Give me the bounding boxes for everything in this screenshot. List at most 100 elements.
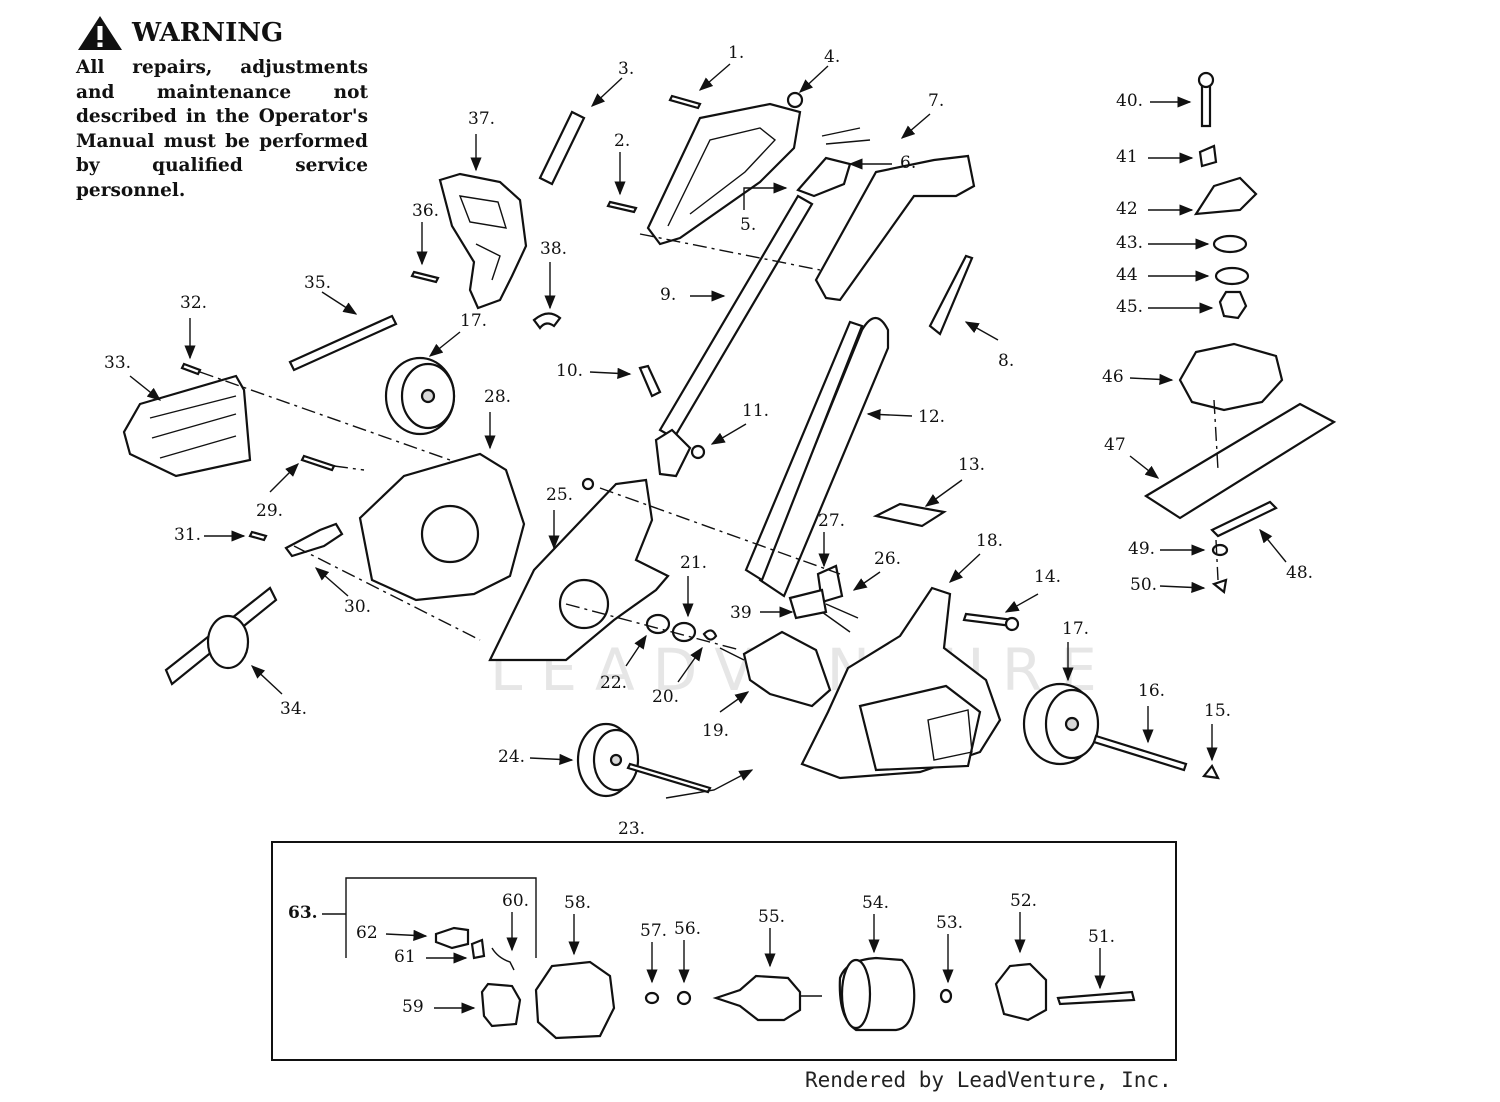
callout-26: 26. [874, 549, 901, 569]
callout-33: 33. [104, 353, 131, 373]
callout-48: 48. [1286, 563, 1313, 583]
callout-42: 42 [1116, 199, 1138, 219]
callout-52: 52. [1010, 891, 1037, 911]
warning-heading: WARNING [76, 14, 376, 52]
callout-54: 54. [862, 893, 889, 913]
part-30-latch [284, 522, 344, 558]
callout-3: 3. [618, 59, 634, 79]
part-21-washer [671, 621, 697, 643]
part-37-bracket [438, 172, 528, 310]
callout-17-lower: 17. [1062, 619, 1089, 639]
part-2-screw [606, 200, 638, 214]
callout-24: 24. [498, 747, 525, 767]
part-12-lower-handle-tube [744, 320, 864, 582]
callout-7: 7. [928, 91, 944, 111]
callout-38: 38. [540, 239, 567, 259]
part-34-impeller [206, 614, 250, 670]
callout-36: 36. [412, 201, 439, 221]
part-7-wire-lead [821, 127, 871, 145]
callout-43: 43. [1116, 233, 1143, 253]
bracket-63 [345, 877, 537, 958]
part-43-washer [1212, 234, 1248, 254]
callout-1: 1. [728, 43, 744, 63]
part-41-spacer [1198, 144, 1218, 168]
callout-58: 58. [564, 893, 591, 913]
part-36-screw [410, 270, 440, 284]
callout-35: 35. [304, 273, 331, 293]
callout-47: 47 [1104, 435, 1126, 455]
part-44-washer [1214, 266, 1250, 286]
callout-41: 41 [1116, 147, 1138, 167]
callout-50: 50. [1130, 575, 1157, 595]
callout-labels: 1. 2. 3. 4. 5. 6. 7. 8. 9. 10. 11. 12. 1… [104, 43, 1313, 1017]
callout-44: 44 [1116, 265, 1138, 285]
callout-28: 28. [484, 387, 511, 407]
callout-2: 2. [614, 131, 630, 151]
motor-detail-inset [271, 841, 1177, 1061]
warning-notice: WARNING All repairs, adjustments and mai… [76, 14, 376, 204]
callout-49: 49. [1128, 539, 1155, 559]
callout-32: 32. [180, 293, 207, 313]
warning-triangle-icon [78, 16, 122, 50]
part-40-bolt [1200, 80, 1212, 128]
callout-23: 23. [618, 819, 645, 839]
part-16-axle [1092, 734, 1188, 772]
callout-60: 60. [502, 891, 529, 911]
part-25-pin [581, 477, 595, 491]
callout-11: 11. [742, 401, 769, 421]
part-48-blade-bar [1210, 500, 1278, 538]
callout-5: 5. [740, 215, 756, 235]
part-19-motor [742, 630, 832, 708]
part-22-washer [645, 613, 671, 635]
part-56-washer [676, 990, 692, 1006]
part-45-bushing [1218, 290, 1248, 320]
callout-9: 9. [660, 285, 676, 305]
callout-37: 37. [468, 109, 495, 129]
part-53-washer [939, 988, 953, 1004]
callout-18: 18. [976, 531, 1003, 551]
part-39-connector [788, 588, 828, 620]
callout-56: 56. [674, 919, 701, 939]
part-57-washer [644, 991, 660, 1005]
callout-25: 25. [546, 485, 573, 505]
part-38-clip [532, 312, 562, 330]
part-handle-left-half [646, 102, 802, 246]
inset-leader-arrows [385, 912, 1106, 1014]
part-3-decal-strip [538, 110, 586, 186]
part-26-wires [821, 603, 859, 633]
warning-body-text: All repairs, adjustments and maintenance… [76, 57, 368, 201]
part-8-plate [928, 254, 974, 336]
part-52-end-cap [994, 962, 1048, 1022]
callout-6: 6. [900, 153, 916, 173]
callout-12: 12. [918, 407, 945, 427]
part-31-screw [248, 530, 268, 542]
callout-30: 30. [344, 597, 371, 617]
part-62-brush-holder [434, 926, 470, 950]
part-1-screw [668, 94, 702, 110]
callout-10: 10. [556, 361, 583, 381]
callout-22: 22. [600, 673, 627, 693]
part-29-screw [300, 454, 336, 472]
part-4-nut [786, 91, 804, 109]
callout-51: 51. [1088, 927, 1115, 947]
part-10-bolt [638, 364, 662, 398]
callout-20: 20. [652, 687, 679, 707]
part-55-armature [712, 974, 802, 1022]
part-25-chassis-half [488, 478, 670, 662]
part-11-nut [690, 444, 706, 460]
callout-46: 46 [1102, 367, 1124, 387]
callout-34: 34. [280, 699, 307, 719]
callout-8: 8. [998, 351, 1014, 371]
callout-62: 62 [356, 923, 378, 943]
leader-arrows [129, 63, 1287, 799]
callout-57: 57. [640, 921, 667, 941]
callout-55: 55. [758, 907, 785, 927]
callout-53: 53. [936, 913, 963, 933]
callout-61: 61 [394, 947, 416, 967]
callout-27: 27. [818, 511, 845, 531]
part-47-blade [1143, 402, 1337, 520]
part-51-through-bolt [1056, 990, 1136, 1006]
part-35-strip [288, 314, 398, 372]
